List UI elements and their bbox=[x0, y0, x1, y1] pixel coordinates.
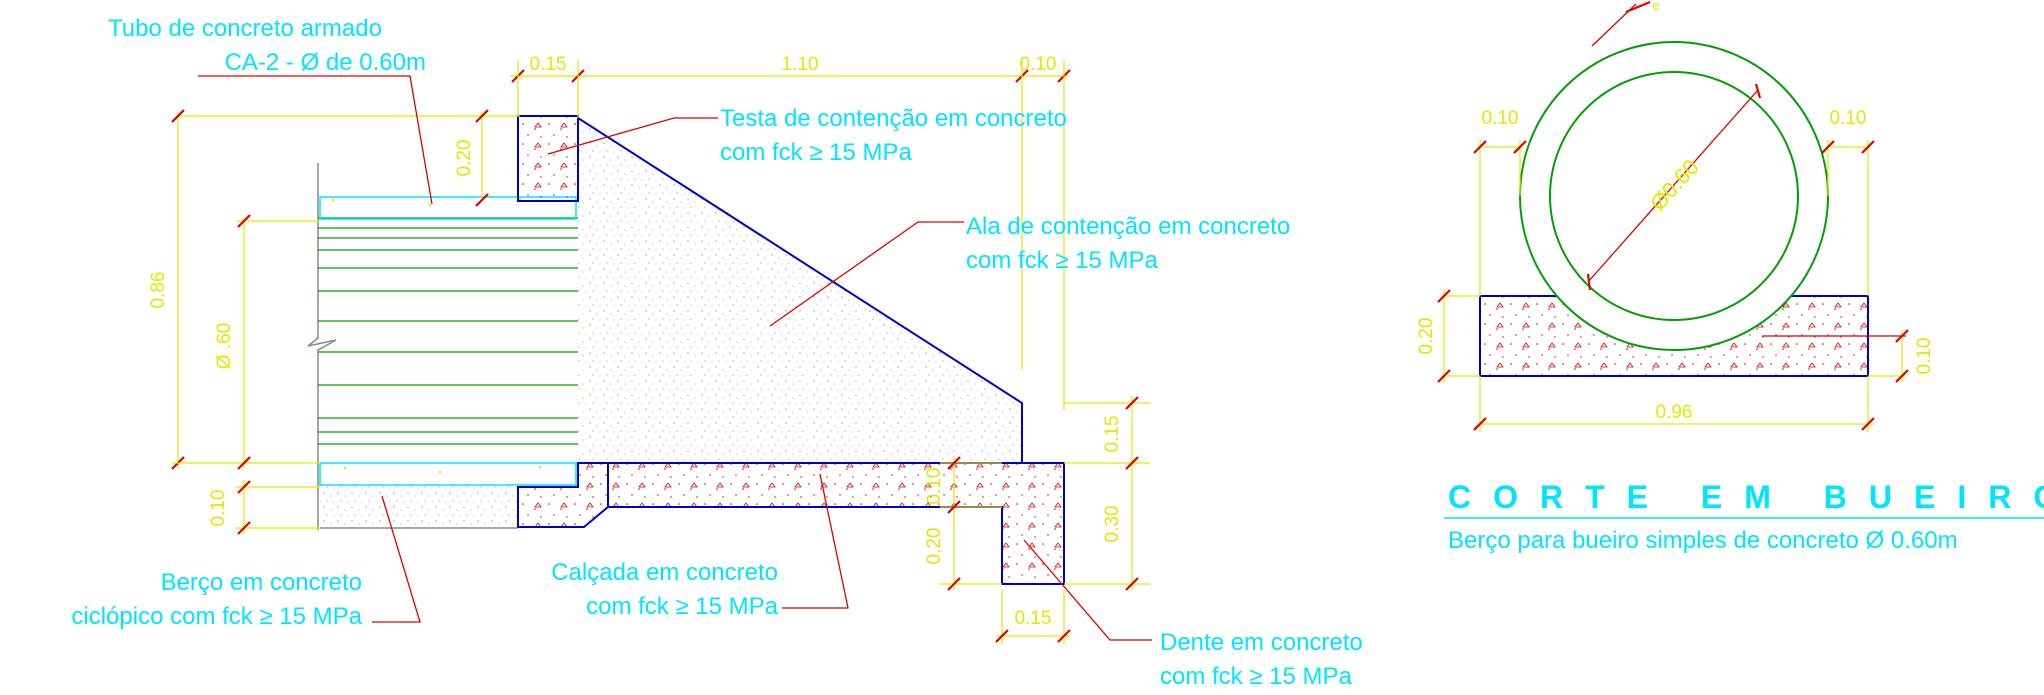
dim-c-010-base: 0.10 bbox=[1914, 338, 1935, 375]
berco-ciclopico bbox=[320, 486, 518, 528]
break-line bbox=[307, 163, 337, 530]
dim-086: 0.86 bbox=[148, 272, 169, 309]
elevation-view bbox=[307, 115, 1065, 585]
pipe-wall-bottom bbox=[319, 462, 577, 486]
dim-030: 0.30 bbox=[1102, 506, 1123, 543]
section-title: CORTE EM BUEIRO bbox=[1448, 479, 2044, 515]
dim-020-testa: 0.20 bbox=[454, 140, 475, 177]
dim-015-right: 0.15 bbox=[1102, 416, 1123, 453]
pipe-body bbox=[318, 217, 578, 445]
label-berco-2: ciclópico com fck ≥ 15 MPa bbox=[71, 603, 362, 630]
dim-020-dente: 0.20 bbox=[924, 528, 945, 565]
label-calcada-2: com fck ≥ 15 MPa bbox=[586, 593, 779, 620]
elevation-labels: Tubo de concreto armado CA-2 - Ø de 0.60… bbox=[71, 15, 1362, 690]
dim-c-top: e bbox=[1652, 0, 1660, 13]
cross-section-view: Ø0.60 e 0.10 0.10 0.20 0.10 bbox=[1416, 0, 2044, 554]
label-testa-1: Testa de contenção em concreto bbox=[720, 105, 1067, 132]
label-berco-1: Berço em concreto bbox=[161, 569, 362, 596]
dim-c-096: 0.96 bbox=[1656, 402, 1693, 423]
dim-010-calcada: 0.10 bbox=[924, 468, 945, 505]
elevation-dimensions: 0.15 1.10 0.10 0.20 0.86 Ø .60 0.10 bbox=[148, 54, 1150, 644]
dim-c-010-left: 0.10 bbox=[1482, 108, 1519, 129]
dim-015-top: 0.15 bbox=[530, 54, 567, 75]
label-dente-2: com fck ≥ 15 MPa bbox=[1160, 663, 1353, 690]
pipe-wall-top bbox=[319, 196, 577, 220]
dim-c-010-right: 0.10 bbox=[1830, 108, 1867, 129]
section-subtitle: Berço para bueiro simples de concreto Ø … bbox=[1448, 527, 1958, 554]
leader-lines bbox=[198, 75, 1152, 641]
dim-010-top: 0.10 bbox=[1020, 54, 1057, 75]
label-tubo-2: CA-2 - Ø de 0.60m bbox=[225, 49, 426, 76]
testa-contencao bbox=[517, 115, 579, 202]
label-ala-2: com fck ≥ 15 MPa bbox=[966, 247, 1159, 274]
label-dente-1: Dente em concreto bbox=[1160, 629, 1363, 656]
dim-060-pipe: Ø .60 bbox=[214, 323, 235, 369]
dim-015-dente: 0.15 bbox=[1015, 608, 1052, 629]
dim-010-berco: 0.10 bbox=[208, 490, 229, 527]
dim-110: 1.10 bbox=[782, 54, 819, 75]
ala-contencao bbox=[578, 118, 1022, 463]
label-tubo-1: Tubo de concreto armado bbox=[108, 15, 382, 42]
label-testa-2: com fck ≥ 15 MPa bbox=[720, 139, 913, 166]
dim-c-020: 0.20 bbox=[1416, 318, 1437, 355]
label-calcada-1: Calçada em concreto bbox=[551, 559, 778, 586]
label-ala-1: Ala de contenção em concreto bbox=[966, 213, 1290, 240]
pipe-inner-circle bbox=[1549, 71, 1799, 321]
